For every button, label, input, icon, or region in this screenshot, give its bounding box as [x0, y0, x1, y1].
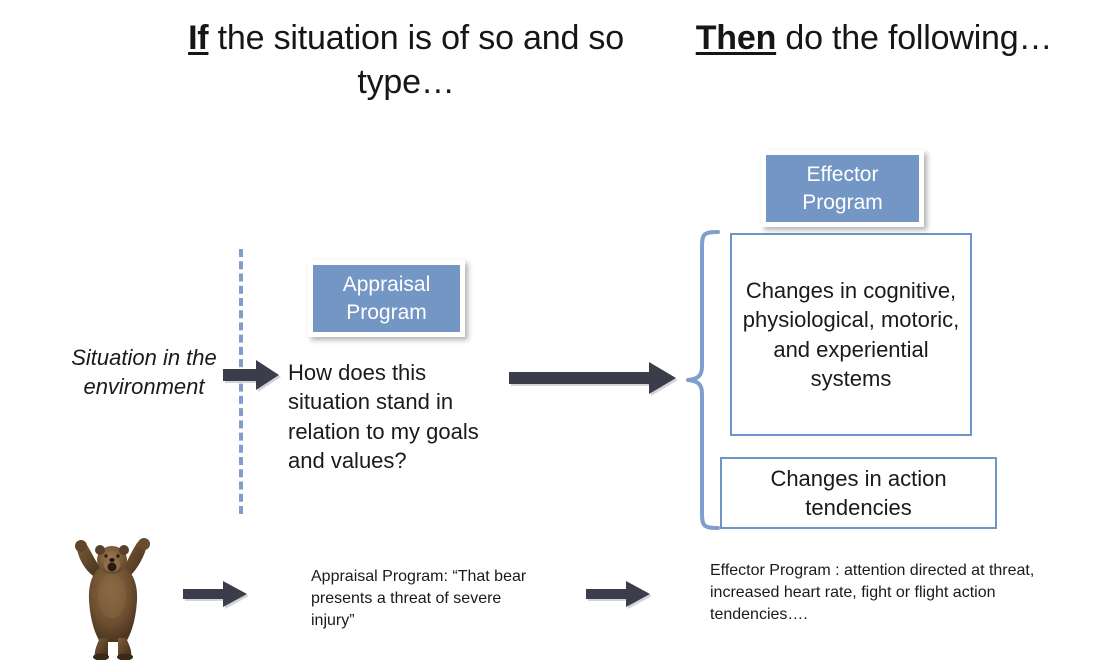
chip-effector-program: Effector Program	[761, 150, 924, 227]
situation-label: Situation in the environment	[71, 345, 217, 400]
heading-if-rest: the situation is of so and so type…	[208, 19, 624, 102]
long-right-arrow-icon	[509, 362, 678, 396]
box-action-tendencies: Changes in action tendencies	[720, 457, 997, 529]
chip-appraisal-program-label: Appraisal Program	[342, 273, 431, 324]
right-arrow-icon	[223, 360, 281, 392]
box-changes-in-systems-label: Changes in cognitive, physiological, mot…	[742, 278, 960, 391]
heading-then-rest: do the following…	[776, 19, 1053, 57]
box-changes-in-systems: Changes in cognitive, physiological, mot…	[730, 233, 972, 436]
appraisal-question-text: How does this situation stand in relatio…	[288, 360, 479, 473]
left-curly-brace-icon	[686, 230, 720, 530]
heading-then-emphasis: Then	[695, 19, 777, 57]
box-action-tendencies-label: Changes in action tendencies	[770, 465, 947, 520]
right-arrow-icon	[586, 581, 652, 609]
heading-if-emphasis: If	[188, 19, 209, 57]
chip-appraisal-program: Appraisal Program	[308, 260, 465, 337]
standing-bear-image	[75, 538, 150, 660]
appraisal-example-text: Appraisal Program: “That bear presents a…	[311, 568, 527, 630]
chip-effector-program-label: Effector Program	[802, 163, 883, 214]
heading-then: Then do the following…	[672, 16, 1076, 60]
effector-example-text: Effector Program : attention directed at…	[710, 562, 1035, 624]
vertical-dashed-divider-icon	[239, 249, 243, 514]
right-arrow-icon	[183, 581, 249, 609]
heading-if: If the situation is of so and so type…	[186, 16, 626, 104]
